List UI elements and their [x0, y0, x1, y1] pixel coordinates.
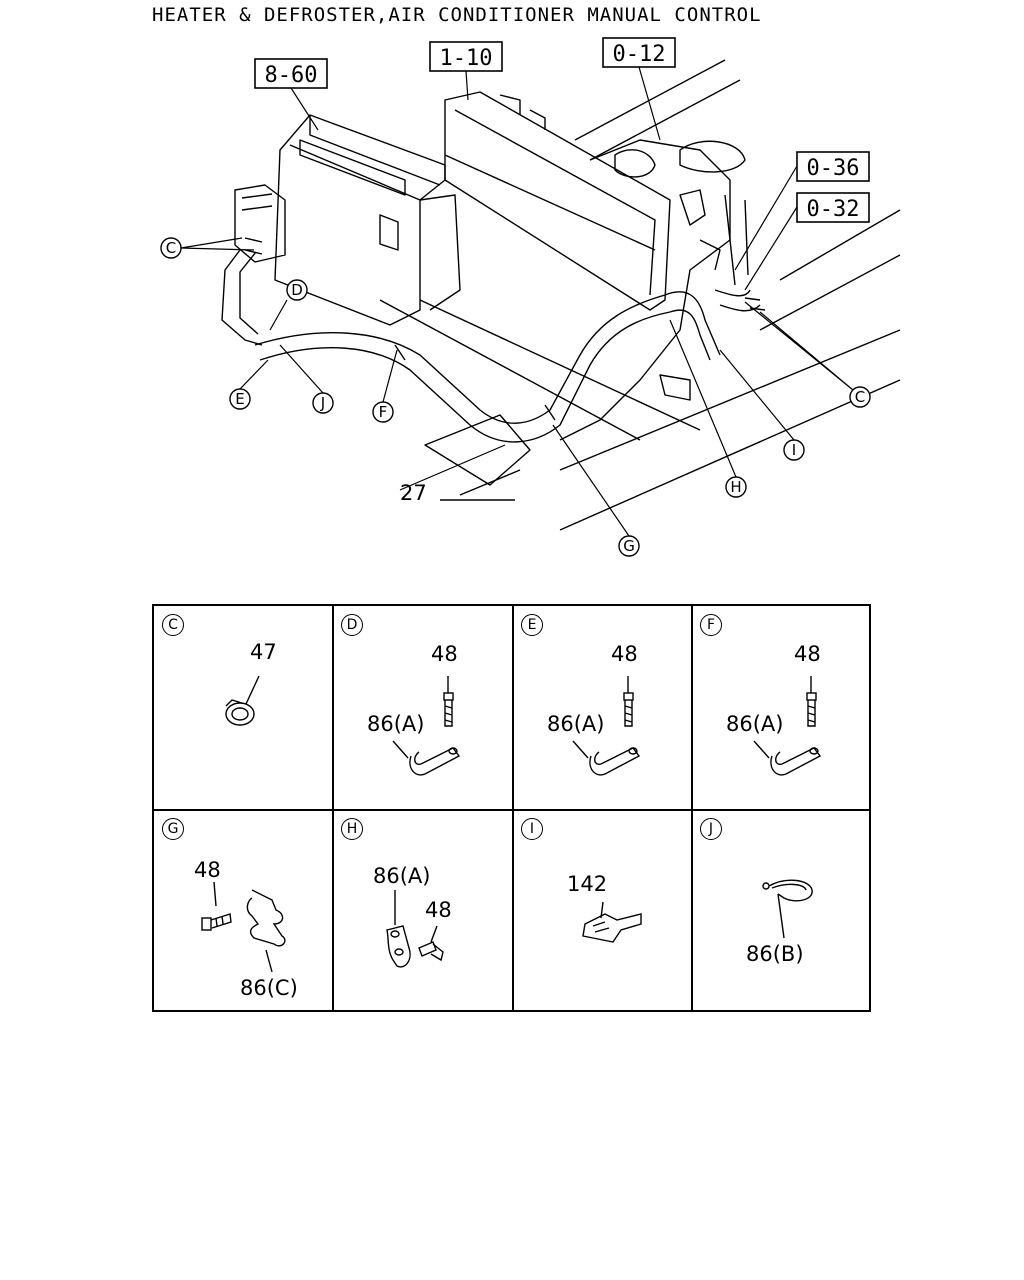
cell-letter: H	[341, 818, 363, 840]
detail-cell-i: I 142	[513, 810, 692, 1013]
ref-box-0-36: 0-36	[807, 156, 860, 181]
detail-cell-f: F 48 86(A)	[692, 606, 871, 809]
detail-cell-e: E 48 86(A)	[513, 606, 692, 809]
part-label: 47	[250, 640, 277, 664]
part-label: 86(A)	[726, 712, 784, 736]
ref-box-1-10: 1-10	[440, 46, 493, 71]
ref-box-0-32: 0-32	[807, 197, 860, 222]
part-label: 86(A)	[547, 712, 605, 736]
bolt-and-clip-icon	[392, 676, 461, 776]
callout-c-right: C	[855, 388, 865, 406]
bolt-and-clip-icon	[753, 676, 822, 776]
part-label: 86(A)	[367, 712, 425, 736]
detail-grid: C 47 D 48 86(A) E	[152, 604, 871, 1012]
cell-letter: G	[162, 818, 184, 840]
hose-clamp-icon	[225, 675, 260, 726]
part-label: 48	[611, 642, 638, 666]
callout-j: J	[320, 394, 325, 412]
clip-and-bolt-icon	[386, 890, 444, 968]
part-label-27: 27	[400, 481, 427, 505]
detail-cell-g: G 48 86(C)	[154, 810, 333, 1013]
callout-d: D	[291, 281, 303, 299]
ref-box-0-12: 0-12	[613, 42, 666, 67]
detail-cell-c: C 47	[154, 606, 333, 809]
part-label: 48	[794, 642, 821, 666]
cell-letter: F	[700, 614, 722, 636]
part-label: 86(A)	[373, 864, 431, 888]
overview-diagram: 8-60 1-10 0-12 0-36 0-32 C D E	[160, 37, 901, 557]
callout-f: F	[379, 403, 388, 421]
bolt-and-clip-icon	[572, 676, 641, 776]
callout-i: I	[792, 441, 796, 459]
ref-box-8-60: 8-60	[265, 63, 318, 88]
part-label: 86(C)	[240, 976, 298, 1000]
detail-cell-d: D 48 86(A)	[333, 606, 512, 809]
part-label: 86(B)	[746, 942, 804, 966]
diagram-title: HEATER & DEFROSTER,AIR CONDITIONER MANUA…	[152, 4, 762, 26]
part-label: 48	[425, 898, 452, 922]
cell-letter: J	[700, 818, 722, 840]
cell-letter: E	[521, 614, 543, 636]
detail-cell-h: H 86(A) 48	[333, 810, 512, 1013]
bolt-and-bracket-icon	[201, 881, 286, 973]
harness-clip-icon	[582, 901, 642, 943]
part-label: 48	[194, 858, 221, 882]
part-label: 48	[431, 642, 458, 666]
callout-g: G	[623, 537, 635, 555]
callout-e: E	[235, 390, 244, 408]
detail-cell-j: J 86(B)	[692, 810, 871, 1013]
cell-letter: C	[162, 614, 184, 636]
callout-c-left: C	[166, 239, 176, 257]
callout-h: H	[730, 478, 741, 496]
cell-letter: I	[521, 818, 543, 840]
wire-clip-icon	[762, 879, 813, 939]
part-label: 142	[567, 872, 608, 896]
cell-letter: D	[341, 614, 363, 636]
